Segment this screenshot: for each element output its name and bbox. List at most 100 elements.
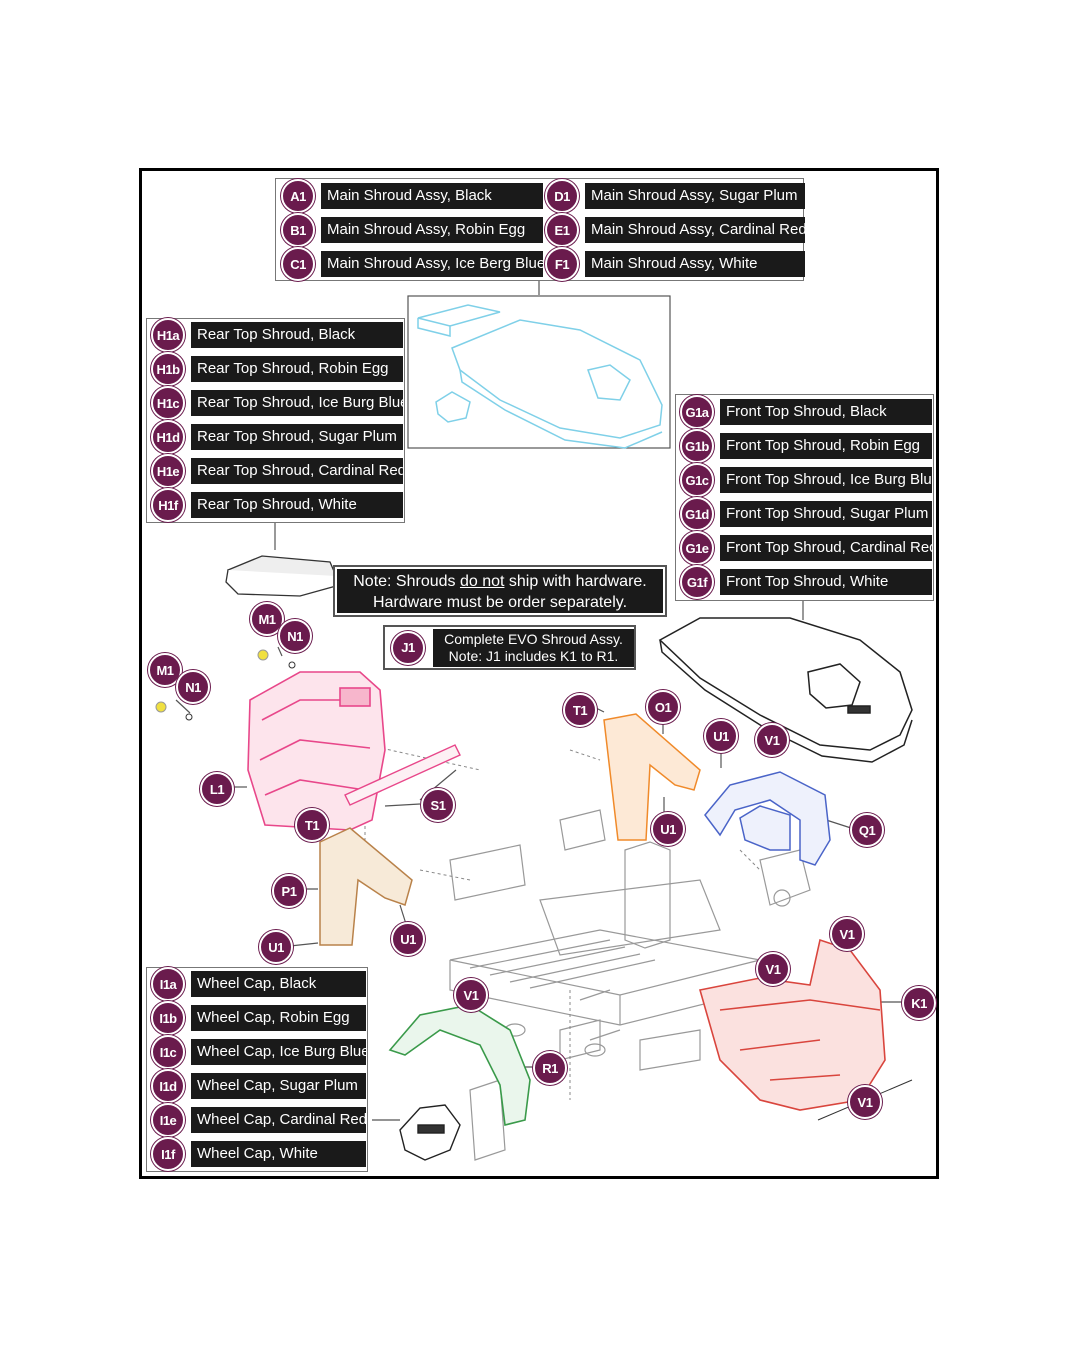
callout-v1: V1 [755, 723, 789, 757]
part-code-badge: H1d [151, 420, 185, 454]
main-shroud-box [407, 295, 671, 449]
legend-row: H1d Rear Top Shroud, Sugar Plum [151, 420, 403, 454]
part-label: Front Top Shroud, Black [720, 399, 932, 425]
callout-t1: T1 [563, 693, 597, 727]
part-label: Front Top Shroud, Sugar Plum [720, 501, 932, 527]
legend-row: D1 Main Shroud Assy, Sugar Plum [545, 179, 805, 213]
o1-bracket-drawing [603, 713, 701, 841]
callout-p1: P1 [272, 874, 306, 908]
part-label: Rear Top Shroud, Cardinal Red [191, 458, 403, 484]
part-label: Main Shroud Assy, Black [321, 183, 543, 209]
wheel-cap-drawing [399, 1104, 461, 1161]
part-label: Wheel Cap, Ice Burg Blue [191, 1039, 366, 1065]
part-code-badge: H1e [151, 454, 185, 488]
legend-row: B1 Main Shroud Assy, Robin Egg [281, 213, 543, 247]
part-code-badge: C1 [281, 247, 315, 281]
legend-row: I1d Wheel Cap, Sugar Plum [151, 1069, 366, 1103]
note-text: ship with hardware. [504, 573, 647, 590]
main-shroud-legend: A1 Main Shroud Assy, Black B1 Main Shrou… [275, 178, 805, 281]
part-label: Main Shroud Assy, White [585, 251, 805, 277]
front-top-shroud-drawing [658, 617, 913, 763]
legend-row: I1f Wheel Cap, White [151, 1137, 366, 1171]
legend-row: G1f Front Top Shroud, White [680, 565, 932, 599]
part-code-badge: G1f [680, 565, 714, 599]
hardware-drawing [155, 649, 296, 721]
part-label: Front Top Shroud, Ice Burg Blue [720, 467, 932, 493]
part-code-badge: I1f [151, 1137, 185, 1171]
part-code-badge: I1a [151, 967, 185, 1001]
rear-top-shroud-legend: H1a Rear Top Shroud, Black H1b Rear Top … [146, 318, 405, 523]
part-code-badge: B1 [281, 213, 315, 247]
legend-row: G1d Front Top Shroud, Sugar Plum [680, 497, 932, 531]
part-label: Wheel Cap, Robin Egg [191, 1005, 366, 1031]
part-label: Wheel Cap, White [191, 1141, 366, 1167]
front-top-shroud-legend: G1a Front Top Shroud, Black G1b Front To… [675, 394, 934, 601]
callout-s1: S1 [421, 788, 455, 822]
legend-row: E1 Main Shroud Assy, Cardinal Red [545, 213, 805, 247]
legend-row: C1 Main Shroud Assy, Ice Berg Blue [281, 247, 543, 281]
part-code-badge: E1 [545, 213, 579, 247]
callout-q1: Q1 [850, 813, 884, 847]
p1-bracket-drawing [319, 827, 413, 946]
callout-n1: N1 [176, 670, 210, 704]
diagram-frame [139, 168, 939, 1179]
kit-note-line1: Complete EVO Shroud Assy. [444, 630, 623, 647]
part-code-badge: A1 [281, 179, 315, 213]
k1-front-panel-drawing [698, 938, 886, 1111]
part-label: Rear Top Shroud, Black [191, 322, 403, 348]
callout-v1: V1 [830, 917, 864, 951]
part-label: Main Shroud Assy, Sugar Plum [585, 183, 805, 209]
part-label: Rear Top Shroud, White [191, 492, 403, 518]
part-label: Main Shroud Assy, Ice Berg Blue [321, 251, 543, 277]
legend-row: G1c Front Top Shroud, Ice Burg Blue [680, 463, 932, 497]
part-code-badge: I1d [151, 1069, 185, 1103]
legend-row: G1e Front Top Shroud, Cardinal Red [680, 531, 932, 565]
callout-n1: N1 [278, 619, 312, 653]
legend-row: H1c Rear Top Shroud, Ice Burg Blue [151, 386, 403, 420]
legend-row: G1a Front Top Shroud, Black [680, 395, 932, 429]
part-code-badge: F1 [545, 247, 579, 281]
legend-row: I1a Wheel Cap, Black [151, 967, 366, 1001]
main-shroud-drawing [417, 304, 663, 449]
callout-u1: U1 [259, 930, 293, 964]
part-code-badge: G1b [680, 429, 714, 463]
part-code-badge: G1c [680, 463, 714, 497]
rear-panel-drawing [247, 671, 386, 831]
s1-bracket-drawing [344, 744, 461, 806]
part-code-badge: G1a [680, 395, 714, 429]
legend-row: I1b Wheel Cap, Robin Egg [151, 1001, 366, 1035]
callout-u1: U1 [704, 719, 738, 753]
part-code-badge: H1a [151, 318, 185, 352]
part-label: Wheel Cap, Cardinal Red [191, 1107, 366, 1133]
part-label: Front Top Shroud, White [720, 569, 932, 595]
part-code-badge: G1e [680, 531, 714, 565]
legend-row: F1 Main Shroud Assy, White [545, 247, 805, 281]
legend-row: G1b Front Top Shroud, Robin Egg [680, 429, 932, 463]
part-label: Main Shroud Assy, Robin Egg [321, 217, 543, 243]
part-label: Main Shroud Assy, Cardinal Red [585, 217, 805, 243]
legend-row: H1f Rear Top Shroud, White [151, 488, 403, 522]
wheel-cap-legend: I1a Wheel Cap, Black I1b Wheel Cap, Robi… [146, 967, 368, 1172]
legend-row: H1b Rear Top Shroud, Robin Egg [151, 352, 403, 386]
part-label: Front Top Shroud, Robin Egg [720, 433, 932, 459]
part-code-badge: J1 [391, 630, 425, 665]
callout-v1: V1 [454, 978, 488, 1012]
callout-u1: U1 [651, 812, 685, 846]
part-code-badge: H1c [151, 386, 185, 420]
callout-u1: U1 [391, 922, 425, 956]
part-label: Rear Top Shroud, Robin Egg [191, 356, 403, 382]
part-label: Wheel Cap, Sugar Plum [191, 1073, 366, 1099]
kit-note-line2: Note: J1 includes K1 to R1. [448, 647, 619, 664]
callout-l1: L1 [200, 772, 234, 806]
legend-row: I1e Wheel Cap, Cardinal Red [151, 1103, 366, 1137]
legend-row: A1 Main Shroud Assy, Black [281, 179, 543, 213]
hardware-note-line1: Note: Shrouds do not ship with hardware. [337, 571, 663, 592]
part-code-badge: H1b [151, 352, 185, 386]
callout-v1: V1 [756, 952, 790, 986]
part-label: Wheel Cap, Black [191, 971, 366, 997]
q1-fender-drawing [704, 771, 831, 866]
callout-k1: K1 [902, 986, 936, 1020]
part-label: Front Top Shroud, Cardinal Red [720, 535, 932, 561]
part-label: Rear Top Shroud, Sugar Plum [191, 424, 403, 450]
